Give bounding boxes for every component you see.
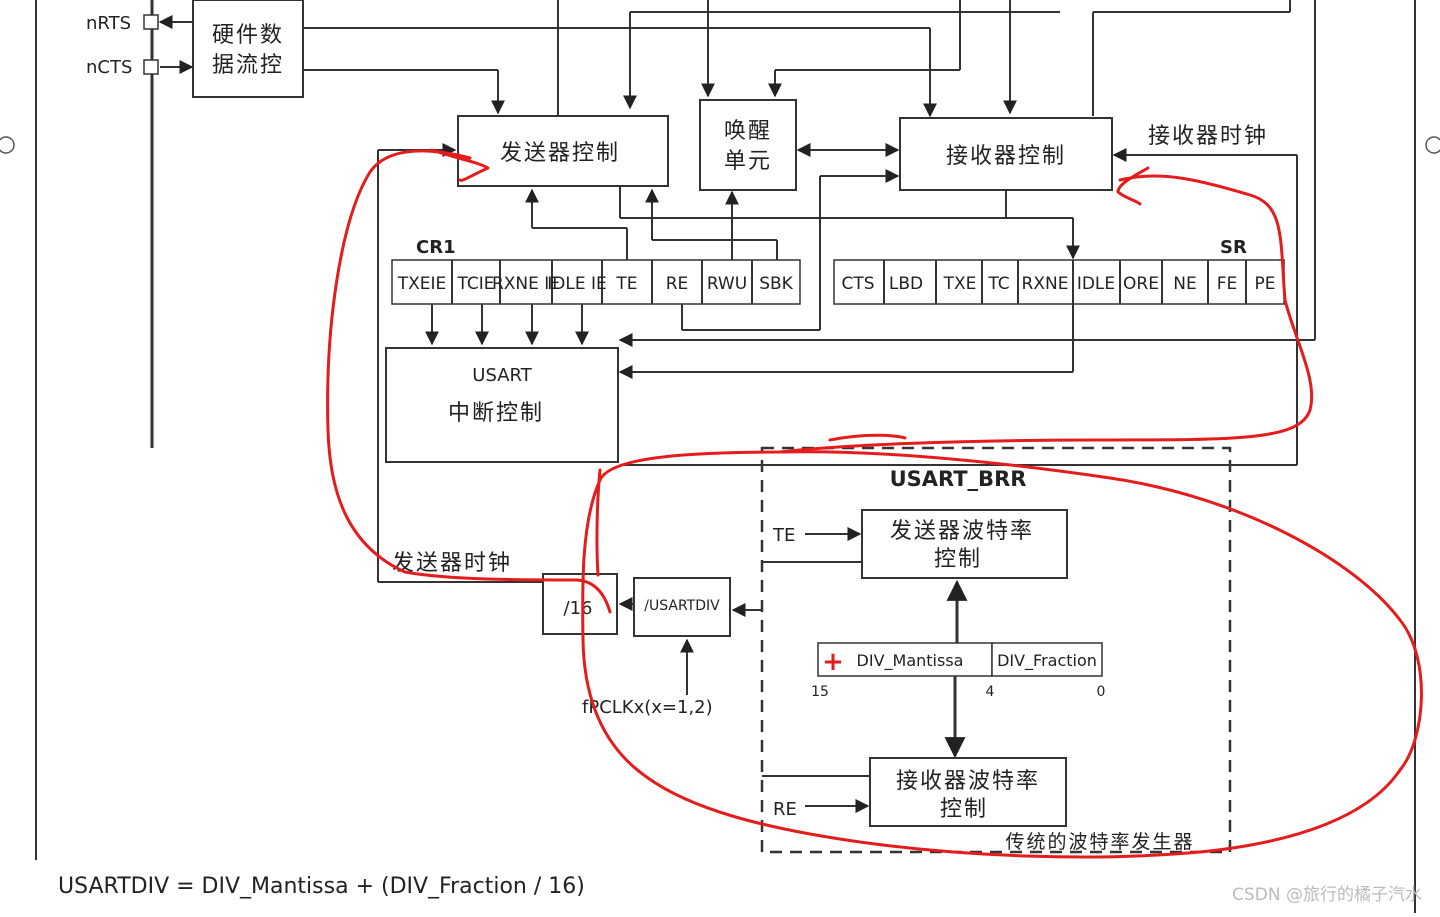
cr1-bit: RXNE IE — [492, 274, 560, 294]
sr-bit: ORE — [1123, 274, 1159, 294]
brr-title: USART_BRR — [890, 467, 1027, 491]
mantissa-field — [817, 642, 993, 677]
sr-bit: PE — [1255, 274, 1276, 294]
div16-label: /16 — [564, 598, 593, 619]
mantissa-label: DIV_Mantissa — [857, 651, 964, 671]
bit-15-label: 15 — [811, 684, 829, 700]
usartdiv-label: /USARTDIV — [644, 598, 720, 614]
rx-clock-label: 接收器时钟 — [1148, 124, 1268, 149]
brr-register: + DIV_Mantissa DIV_Fraction 15 4 0 — [811, 642, 1106, 700]
re-input-label: RE — [773, 799, 797, 820]
wakeup-label-1: 唤醒 — [724, 119, 772, 144]
cr1-bit: IDLE IE — [547, 274, 606, 294]
usartdiv-box — [633, 577, 731, 637]
classic-generator-label: 传统的波特率发生器 — [1005, 831, 1194, 853]
sr-bit: TXE — [943, 274, 977, 294]
red-arrow-rx — [1116, 166, 1150, 206]
sr-register: CTS LBD TXE TC RXNE IDLE ORE NE FE PE — [833, 259, 1285, 305]
rx-control-label: 接收器控制 — [946, 144, 1066, 169]
ncts-label: nCTS — [86, 57, 132, 78]
nrts-pin — [143, 14, 159, 30]
red-mark-top — [828, 433, 907, 442]
hw-flow-label-1: 硬件数 — [212, 23, 284, 48]
bit-4-label: 4 — [986, 684, 995, 700]
sr-label: SR — [1220, 237, 1247, 258]
sr-bit: NE — [1173, 274, 1196, 294]
hw-flow-control-box — [192, 0, 304, 98]
cr1-bit: SBK — [759, 274, 793, 294]
sr-bit: RXNE — [1022, 274, 1069, 294]
sr-bit: FE — [1217, 274, 1238, 294]
cr1-bit: RE — [666, 274, 689, 294]
div16-box — [542, 573, 618, 635]
usart-interrupt-box — [385, 347, 619, 463]
cr1-bit: TCIE — [456, 274, 494, 294]
plus-mark: + — [822, 647, 844, 677]
page-ring-left — [0, 136, 15, 154]
wakeup-label-2: 单元 — [724, 149, 772, 174]
red-stroke-inner — [595, 468, 602, 577]
pclk-label: fPCLKx(x=1,2) — [582, 697, 713, 718]
sr-bit: IDLE — [1077, 274, 1115, 294]
tx-baud-label-1: 发送器波特率 — [890, 519, 1034, 544]
page-ring-right — [1425, 136, 1440, 154]
cr1-bit: RWU — [707, 274, 747, 294]
rx-baud-label-1: 接收器波特率 — [896, 769, 1040, 794]
te-input-label: TE — [772, 525, 795, 546]
cr1-register: TXEIE TCIE RXNE IE IDLE IE TE RE RWU SBK — [391, 259, 801, 305]
fraction-field — [991, 642, 1103, 677]
sr-bit: CTS — [841, 274, 874, 294]
tx-control-box — [457, 115, 669, 187]
ncts-pin — [143, 59, 159, 75]
rx-baud-box — [869, 757, 1067, 827]
cr1-bit: TXEIE — [397, 274, 447, 294]
brr-region — [760, 446, 1232, 854]
fraction-label: DIV_Fraction — [997, 651, 1097, 671]
red-arrow-tx — [430, 148, 490, 182]
hw-flow-label-2: 据流控 — [212, 53, 284, 78]
cr1-bit: TE — [615, 274, 637, 294]
red-circle-brr — [581, 450, 1423, 859]
sr-bit: LBD — [889, 274, 923, 294]
sr-bit: TC — [987, 274, 1009, 294]
tx-baud-label-2: 控制 — [934, 547, 982, 572]
red-path-tx-clock — [326, 149, 612, 614]
usart-int-label-1: USART — [472, 365, 532, 386]
watermark: CSDN @旅行的橘子汽水 — [1232, 885, 1422, 905]
usartdiv-formula: USARTDIV = DIV_Mantissa + (DIV_Fraction … — [58, 874, 585, 899]
wakeup-unit-box — [699, 99, 797, 191]
tx-baud-box — [861, 509, 1068, 579]
bit-0-label: 0 — [1097, 684, 1106, 700]
rx-baud-label-2: 控制 — [940, 797, 988, 822]
red-path-rx-clock — [778, 174, 1314, 454]
cr1-label: CR1 — [416, 237, 456, 258]
usart-int-label-2: 中断控制 — [448, 401, 544, 426]
nrts-label: nRTS — [86, 13, 131, 34]
tx-control-label: 发送器控制 — [500, 141, 620, 166]
cr1-frame — [391, 259, 801, 305]
